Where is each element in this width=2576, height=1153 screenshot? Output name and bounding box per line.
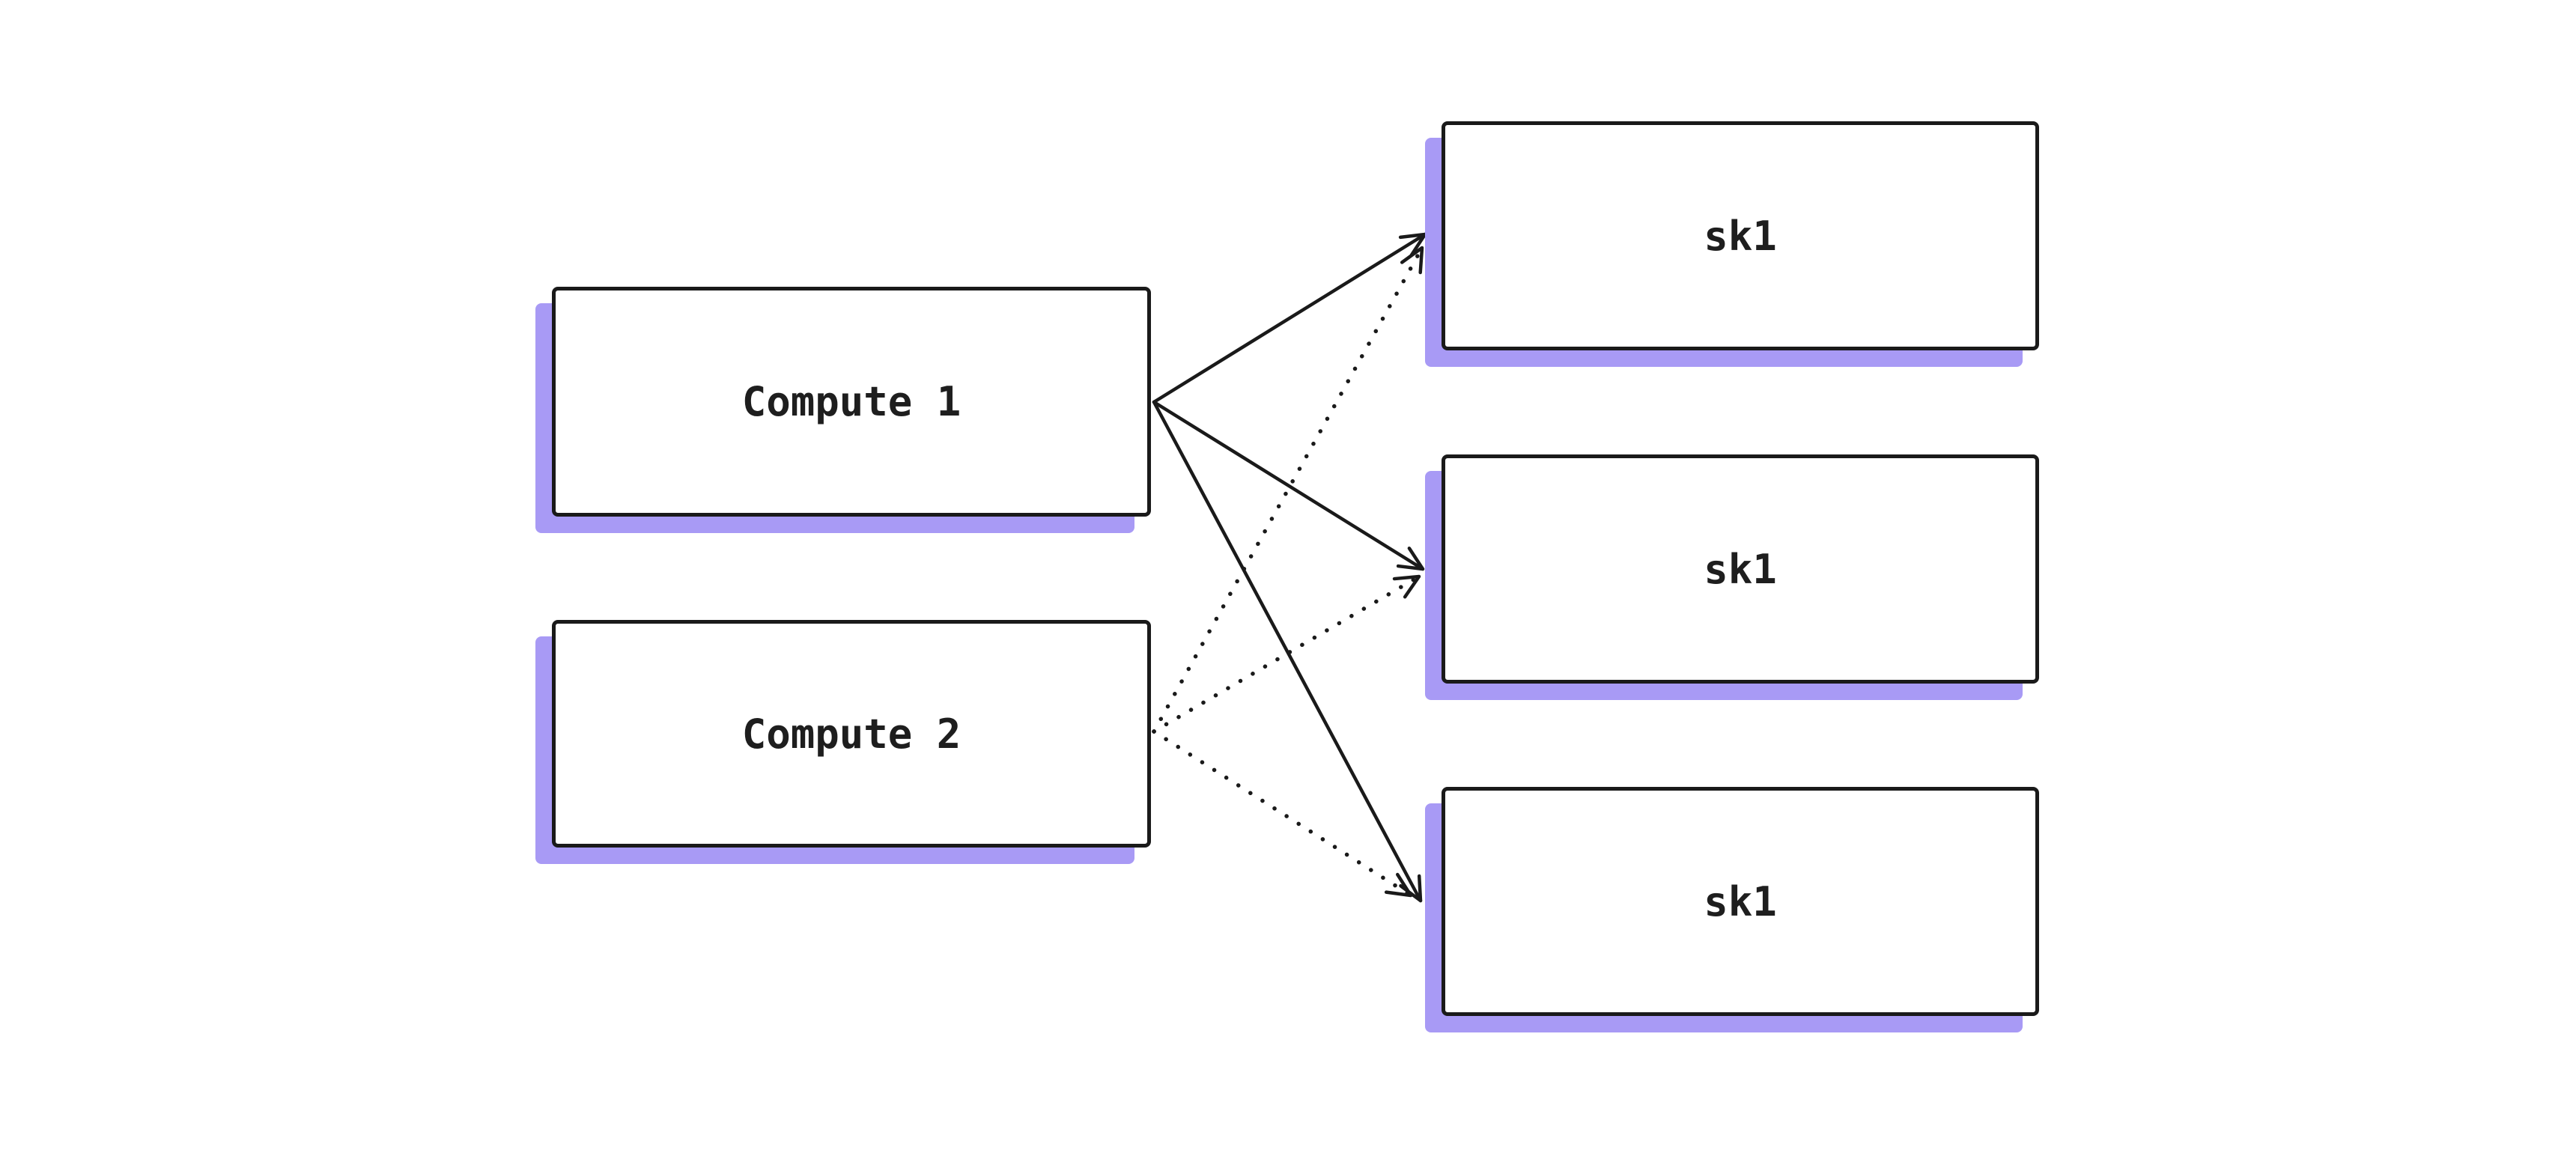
node-sk1-top[interactable]: sk1	[1442, 121, 2039, 350]
arrow-compute1-to-sk1-bottom[interactable]	[1152, 400, 1423, 903]
node-compute-1-label: Compute 1	[741, 378, 962, 425]
node-compute-2[interactable]: Compute 2	[552, 620, 1151, 848]
node-sk1-bottom[interactable]: sk1	[1442, 787, 2039, 1016]
arrow-compute1-to-sk1-middle[interactable]	[1152, 400, 1425, 571]
node-compute-1[interactable]: Compute 1	[552, 287, 1151, 517]
node-sk1-middle[interactable]: sk1	[1442, 454, 2039, 684]
node-compute-2-label: Compute 2	[741, 710, 962, 758]
node-sk1-middle-label: sk1	[1704, 545, 1777, 593]
node-sk1-top-label: sk1	[1704, 212, 1777, 260]
arrow-compute2-to-sk1-middle[interactable]	[1152, 574, 1421, 734]
arrow-compute2-to-sk1-bottom[interactable]	[1152, 729, 1413, 898]
node-sk1-bottom-label: sk1	[1704, 877, 1777, 925]
arrow-compute2-to-sk1-top[interactable]	[1152, 246, 1424, 734]
arrow-compute1-to-sk1-top[interactable]	[1152, 232, 1427, 404]
